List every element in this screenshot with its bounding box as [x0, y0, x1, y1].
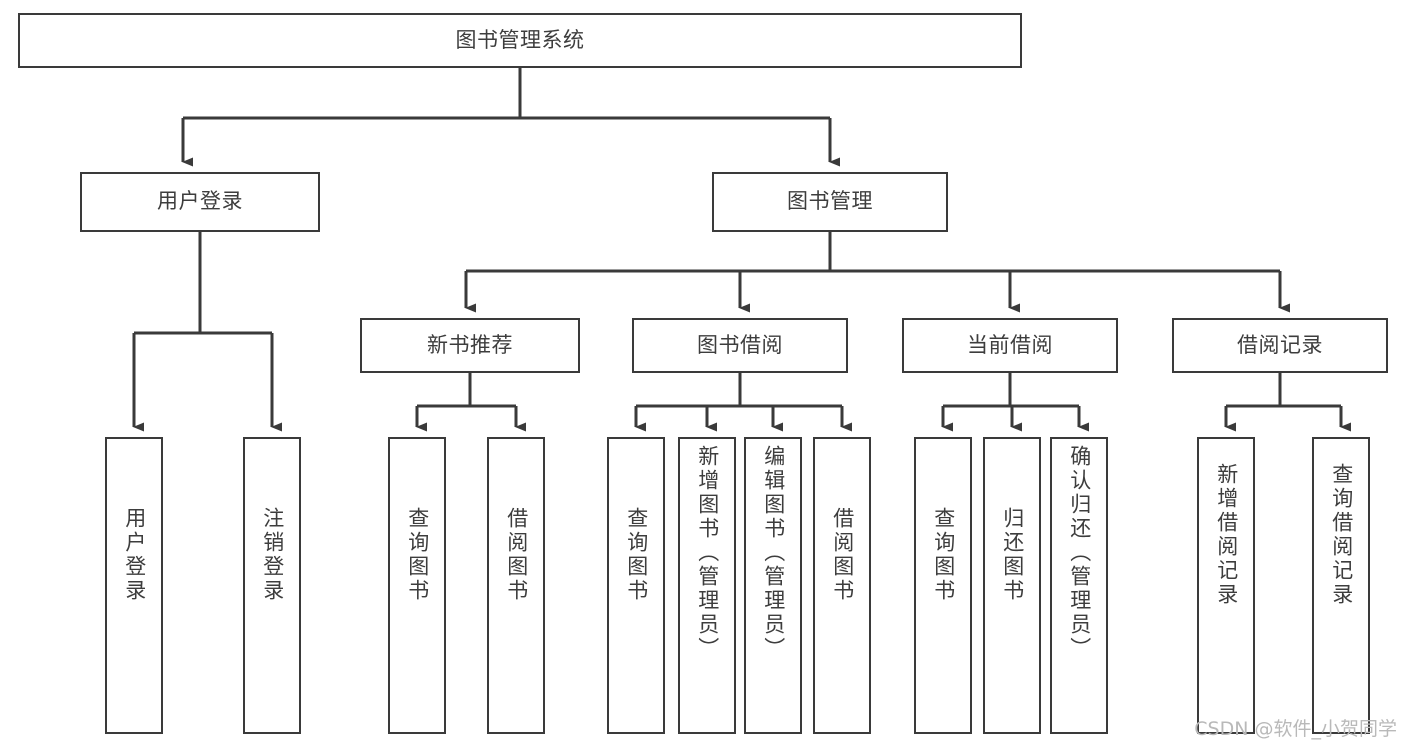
- node-leaf-logout-label: 注销登录: [260, 507, 285, 603]
- node-user-login[interactable]: 用户登录: [80, 172, 320, 232]
- node-leaf-add-book[interactable]: 新增图书（管理员）: [678, 437, 736, 734]
- node-leaf-query-book-2[interactable]: 查询图书: [607, 437, 665, 734]
- node-leaf-query-book-1-label: 查询图书: [405, 507, 430, 603]
- node-leaf-add-record[interactable]: 新增借阅记录: [1197, 437, 1255, 734]
- node-leaf-borrow-book-2-label: 借阅图书: [830, 507, 855, 603]
- node-leaf-borrow-book-1[interactable]: 借阅图书: [487, 437, 545, 734]
- node-leaf-confirm-return-label: 确认归还（管理员）: [1067, 445, 1092, 661]
- node-book-manage[interactable]: 图书管理: [712, 172, 948, 232]
- node-book-borrow[interactable]: 图书借阅: [632, 318, 848, 373]
- node-leaf-query-record[interactable]: 查询借阅记录: [1312, 437, 1370, 734]
- node-root[interactable]: 图书管理系统: [18, 13, 1022, 68]
- edges-bookborrow-leaves: [634, 373, 852, 432]
- node-leaf-add-record-label: 新增借阅记录: [1214, 463, 1239, 607]
- node-leaf-query-book-3-label: 查询图书: [931, 507, 956, 603]
- edges-root-level2: [181, 68, 840, 167]
- edges-newbook-leaves: [415, 373, 526, 432]
- node-book-borrow-label: 图书借阅: [697, 332, 783, 357]
- node-leaf-return-book[interactable]: 归还图书: [983, 437, 1041, 734]
- node-leaf-user-login-label: 用户登录: [122, 507, 147, 603]
- node-leaf-borrow-book-1-label: 借阅图书: [504, 507, 529, 603]
- node-leaf-edit-book-label: 编辑图书（管理员）: [761, 445, 786, 661]
- node-borrow-record-label: 借阅记录: [1237, 332, 1323, 357]
- edges-currentborrow-leaves: [941, 373, 1089, 432]
- node-leaf-borrow-book-2[interactable]: 借阅图书: [813, 437, 871, 734]
- node-leaf-query-book-2-label: 查询图书: [624, 507, 649, 603]
- node-leaf-user-login[interactable]: 用户登录: [105, 437, 163, 734]
- node-new-book-rec-label: 新书推荐: [427, 332, 513, 357]
- node-leaf-query-book-3[interactable]: 查询图书: [914, 437, 972, 734]
- node-new-book-rec[interactable]: 新书推荐: [360, 318, 580, 373]
- edges-userlogin-leaves: [132, 232, 282, 432]
- node-leaf-add-book-label: 新增图书（管理员）: [695, 445, 720, 661]
- node-borrow-record[interactable]: 借阅记录: [1172, 318, 1388, 373]
- node-leaf-query-record-label: 查询借阅记录: [1329, 463, 1354, 607]
- node-leaf-query-book-1[interactable]: 查询图书: [388, 437, 446, 734]
- node-leaf-edit-book[interactable]: 编辑图书（管理员）: [744, 437, 802, 734]
- node-leaf-return-book-label: 归还图书: [1000, 507, 1025, 603]
- edges-borrowrecord-leaves: [1224, 373, 1351, 432]
- node-user-login-label: 用户登录: [157, 189, 243, 214]
- edges-bookmanage-level3: [464, 232, 1290, 313]
- node-current-borrow[interactable]: 当前借阅: [902, 318, 1118, 373]
- node-book-manage-label: 图书管理: [787, 189, 873, 214]
- node-current-borrow-label: 当前借阅: [967, 332, 1053, 357]
- node-leaf-logout[interactable]: 注销登录: [243, 437, 301, 734]
- node-leaf-confirm-return[interactable]: 确认归还（管理员）: [1050, 437, 1108, 734]
- csdn-watermark: CSDN @软件_小贺同学: [1194, 718, 1397, 740]
- node-root-label: 图书管理系统: [455, 27, 585, 52]
